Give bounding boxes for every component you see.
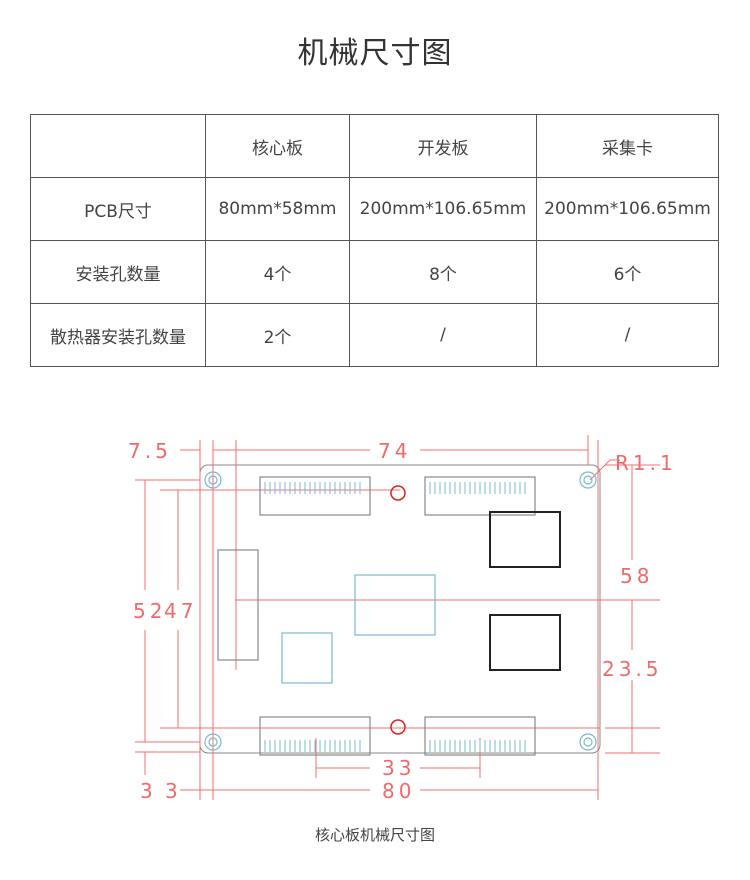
table-header: 开发板 (349, 114, 537, 178)
heatsink-hole (390, 719, 406, 735)
connector (259, 716, 371, 756)
page-title: 机械尺寸图 (297, 36, 453, 71)
table-header: 核心板 (205, 114, 350, 178)
mount-hole (579, 733, 597, 751)
dim-width: 80 (382, 779, 415, 803)
table-cell: 200mm*106.65mm (536, 177, 719, 241)
dim-height: 58 (620, 564, 653, 588)
connector (424, 476, 536, 516)
table-header-row: 核心板 开发板 采集卡 (30, 114, 719, 178)
table-cell: 2个 (205, 303, 350, 367)
heatsink-hole (390, 485, 406, 501)
dim-bottom-b: 3 (165, 779, 182, 803)
table-row: 安装孔数量 4个 8个 6个 (30, 240, 719, 304)
table-cell: PCB尺寸 (30, 177, 206, 241)
table-row: 散热器安装孔数量 2个 / / (30, 303, 719, 367)
memory-chip (489, 614, 561, 671)
table-cell: / (536, 303, 719, 367)
connector (259, 476, 371, 516)
table-cell: 6个 (536, 240, 719, 304)
mount-hole (204, 733, 222, 751)
dim-left-offset: 7.5 (128, 439, 172, 463)
dim-inner-b: 47 (164, 599, 197, 623)
table-cell: 200mm*106.65mm (349, 177, 537, 241)
table-row: PCB尺寸 80mm*58mm 200mm*106.65mm 200mm*106… (30, 177, 719, 241)
mechanical-drawing: 7.5 74 R1.1 58 52 47 23.5 33 3 3 80 (128, 435, 677, 803)
side-connector (217, 549, 259, 661)
component-array (354, 574, 436, 636)
table-header: 采集卡 (536, 114, 719, 178)
table-cell: 4个 (205, 240, 350, 304)
table-cell: / (349, 303, 537, 367)
table-header (30, 114, 206, 178)
memory-chip (489, 511, 561, 568)
dim-inner-a: 52 (133, 599, 166, 623)
table-cell: 安装孔数量 (30, 240, 206, 304)
table-cell: 80mm*58mm (205, 177, 350, 241)
table-cell: 散热器安装孔数量 (30, 303, 206, 367)
figure-caption: 核心板机械尺寸图 (314, 826, 435, 844)
dim-hole-span: 74 (378, 439, 411, 463)
dim-mid-height: 23.5 (602, 657, 663, 681)
dim-radius: R1.1 (615, 451, 677, 475)
mount-hole (204, 471, 222, 489)
table-cell: 8个 (349, 240, 537, 304)
spec-table: 核心板 开发板 采集卡 PCB尺寸 80mm*58mm 200mm*106.65… (30, 114, 719, 367)
connector (424, 716, 536, 756)
dim-bottom-a: 3 (140, 779, 157, 803)
chip (281, 632, 333, 684)
dim-connector-span: 33 (382, 756, 415, 780)
mount-hole (579, 471, 597, 489)
